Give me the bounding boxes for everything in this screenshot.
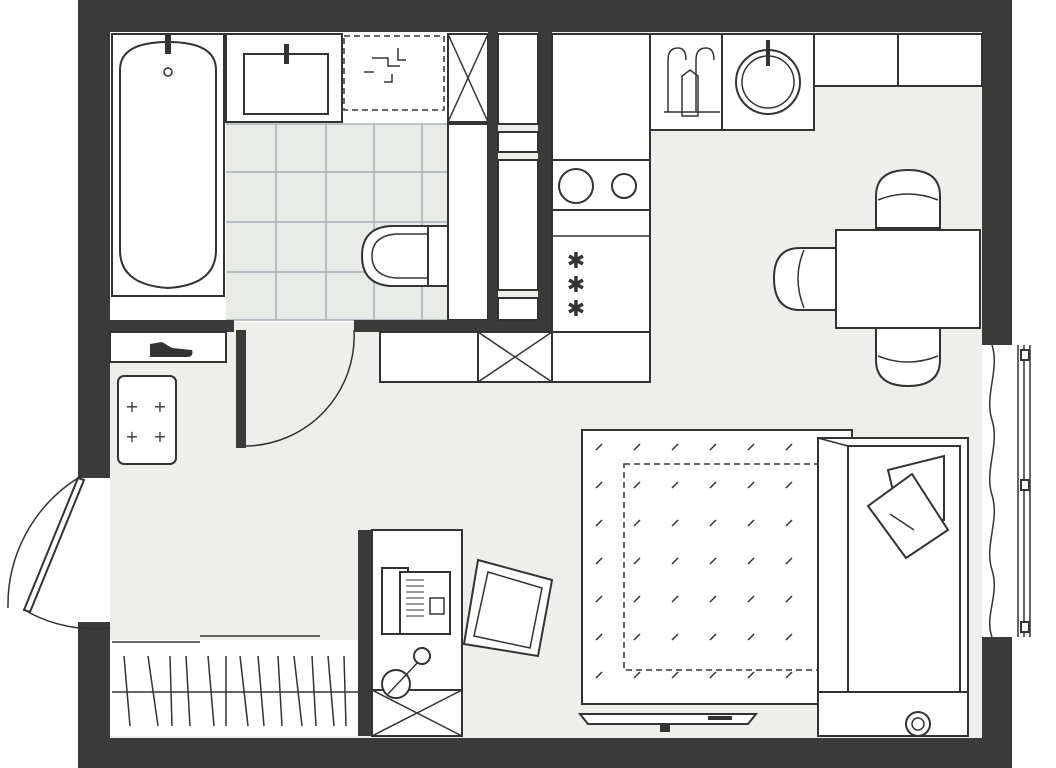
rug-mark (785, 481, 793, 489)
rug-mark (785, 633, 793, 641)
interior-door[interactable] (245, 329, 355, 447)
rug-mark (595, 443, 603, 451)
chair-left (772, 247, 837, 311)
vent-shaft (497, 33, 539, 321)
svg-text:+: + (153, 427, 166, 446)
rug-mark (747, 443, 755, 451)
rug-mark (709, 443, 717, 451)
window (982, 344, 1056, 638)
rug-mark (747, 519, 755, 527)
rug-mark (747, 671, 755, 679)
rug-mark (671, 557, 679, 565)
curtain (988, 344, 996, 638)
shoe-rack (109, 331, 227, 363)
chair-top (875, 168, 941, 229)
storage-cabinet (447, 33, 489, 123)
kitchen-sink (721, 33, 815, 131)
rug-mark (785, 595, 793, 603)
rug-mark (671, 595, 679, 603)
rug-mark (747, 633, 755, 641)
rug-mark (747, 557, 755, 565)
rug-mark (595, 671, 603, 679)
rug-mark (633, 519, 641, 527)
rug-mark (633, 481, 641, 489)
pillow-front (866, 472, 950, 560)
rug-mark (633, 443, 641, 451)
bathtub (111, 33, 225, 297)
svg-text:+: + (125, 397, 138, 416)
svg-text:✱: ✱ (567, 297, 585, 322)
lower-cabinets (379, 331, 651, 383)
kitchen-tap (664, 47, 720, 117)
rug-mark (709, 557, 717, 565)
rug-mark (671, 519, 679, 527)
sofa-bed (817, 437, 969, 737)
rug-mark (709, 481, 717, 489)
desk-lamp (381, 647, 431, 699)
rug-mark (747, 481, 755, 489)
bathroom-sink (225, 33, 343, 123)
rug-mark (785, 671, 793, 679)
rug (581, 429, 853, 705)
rug-mark (709, 519, 717, 527)
rug-mark (709, 595, 717, 603)
desk-drawer (371, 689, 463, 737)
svg-text:✱: ✱ (567, 273, 585, 298)
shelf (447, 123, 489, 321)
office-chair (462, 558, 554, 658)
laptop (381, 567, 451, 635)
rug-mark (595, 481, 603, 489)
cooktop (551, 159, 651, 211)
dining-area (772, 168, 981, 388)
hangers (123, 655, 347, 727)
entrance-door[interactable] (7, 470, 111, 630)
rug-mark (595, 519, 603, 527)
rug-mark (709, 633, 717, 641)
chair-bottom (875, 327, 941, 388)
rug-mark (785, 557, 793, 565)
ottoman: + + + + (117, 375, 177, 465)
kitchen-counter-top (551, 33, 651, 161)
rug-mark (671, 443, 679, 451)
rug-mark (709, 671, 717, 679)
svg-text:✱: ✱ (567, 249, 585, 274)
oven-stove: ✱ ✱ ✱ (551, 209, 651, 333)
rug-mark (671, 633, 679, 641)
rug-mark (671, 481, 679, 489)
rug-mark (595, 557, 603, 565)
rug-mark (671, 671, 679, 679)
wardrobe (110, 635, 358, 736)
rug-mark (595, 633, 603, 641)
kitchen: ✱ ✱ ✱ (379, 33, 983, 383)
rug-mark (595, 595, 603, 603)
rug-mark (785, 443, 793, 451)
study-area (371, 529, 554, 737)
rug-mark (633, 557, 641, 565)
rug-mark (633, 633, 641, 641)
rug-mark (633, 595, 641, 603)
svg-text:+: + (153, 397, 166, 416)
hallway: + + + + (109, 331, 372, 736)
rug-mark (747, 595, 755, 603)
rug-mark (785, 519, 793, 527)
interior-walls (110, 32, 552, 448)
bathroom (110, 32, 490, 322)
dining-table (835, 229, 981, 329)
tv-stand (577, 713, 759, 732)
sofa-arm-bottom (817, 691, 969, 737)
svg-text:+: + (125, 427, 138, 446)
toilet (360, 225, 449, 287)
rug-mark (633, 671, 641, 679)
washing-machine (343, 35, 445, 111)
